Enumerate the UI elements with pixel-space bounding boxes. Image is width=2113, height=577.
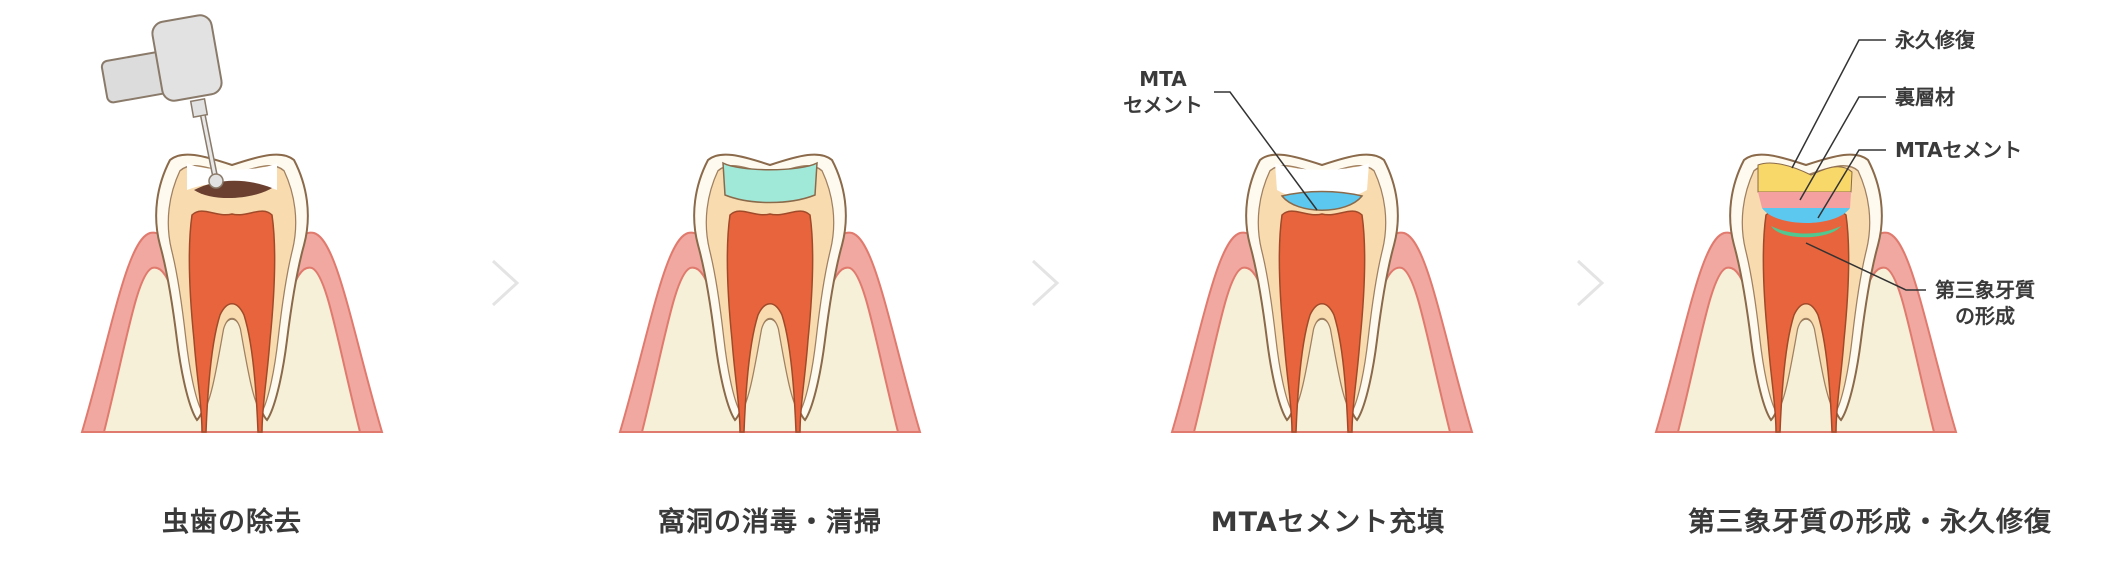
tertiary-dentin-label: 第三象牙質 の形成: [1930, 277, 2040, 329]
mta-cement-fill: [1280, 190, 1364, 211]
liner-label: 裏層材: [1895, 85, 1955, 109]
label-line: セメント: [1123, 93, 1203, 117]
label-line: MTA: [1139, 67, 1187, 91]
arrow-icon: [1576, 259, 1604, 307]
leader-line: [1791, 39, 1886, 169]
tertiary-dentin: [1771, 226, 1841, 238]
step3-caption: MTAセメント充填: [1210, 507, 1446, 538]
leader-line: [1805, 242, 1926, 291]
label-line: 第三象牙質: [1935, 278, 2035, 302]
step3-illustration: [1171, 91, 1473, 434]
mta-label: MTAセメント: [1895, 138, 2023, 162]
step1-illustration: [81, 14, 383, 434]
mta-cement-label: MTA セメント: [1118, 66, 1208, 118]
step2-caption: 窩洞の消毒・清掃: [658, 507, 882, 538]
label-line: の形成: [1955, 304, 2015, 328]
dental-drill-icon: [100, 14, 224, 189]
mta-cement: [1762, 208, 1850, 223]
arrow-icon: [1031, 259, 1059, 307]
step2-illustration: [619, 153, 921, 434]
step4-illustration: [1655, 39, 1957, 434]
permanent-restoration-label: 永久修復: [1895, 28, 1975, 52]
leader-line: [1799, 96, 1886, 201]
arrow-icon: [491, 259, 519, 307]
step4-caption: 第三象牙質の形成・永久修復: [1688, 507, 2052, 538]
step1-caption: 虫歯の除去: [162, 507, 302, 538]
leader-line: [1214, 91, 1318, 211]
leader-line: [1817, 149, 1886, 219]
disinfected-cavity: [722, 161, 818, 204]
permanent-restoration: [1757, 162, 1853, 193]
liner: [1758, 192, 1851, 208]
